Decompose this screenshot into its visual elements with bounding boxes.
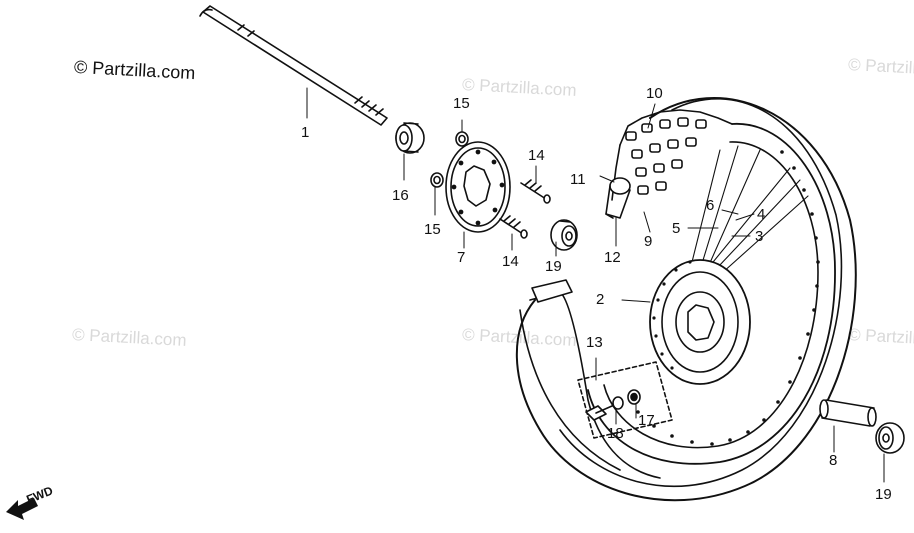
callout-11: 11 [570, 171, 586, 188]
brake-disc-part-7 [445, 141, 511, 233]
callout-12: 12 [604, 249, 621, 266]
leader-lines [306, 87, 885, 483]
callout-5: 5 [672, 220, 681, 237]
fwd-arrow-icon [6, 498, 38, 520]
hub-part-2 [649, 259, 751, 385]
callout-10: 10 [646, 85, 663, 102]
bolt-part-14 [499, 179, 551, 239]
callout-19: 19 [545, 258, 562, 275]
callout-3: 3 [755, 228, 764, 245]
callout-17: 17 [638, 412, 655, 429]
callout-4: 4 [757, 206, 766, 223]
callout-19: 19 [875, 486, 892, 503]
callout-8: 8 [829, 452, 838, 469]
callout-18: 18 [607, 425, 624, 442]
callout-14: 14 [502, 253, 519, 270]
rim-band-part-11 [605, 177, 631, 219]
callout-7: 7 [457, 249, 466, 266]
bearing-part-19-right [875, 422, 905, 454]
rim-part-9 [587, 123, 836, 465]
callout-1: 1 [301, 124, 310, 141]
callout-15: 15 [424, 221, 441, 238]
bearing-part-19 [550, 219, 578, 251]
axle-part [199, 5, 388, 126]
callout-16: 16 [392, 187, 409, 204]
spokes-parts-3-6 [689, 145, 809, 285]
tube-part-13 [519, 279, 661, 479]
callout-15: 15 [453, 95, 470, 112]
callout-2: 2 [596, 291, 605, 308]
valve-kit-part-13 [577, 361, 673, 439]
callout-6: 6 [706, 197, 715, 214]
bearing-part-16 [395, 122, 425, 154]
callout-9: 9 [644, 233, 653, 250]
callout-13: 13 [586, 334, 603, 351]
tire-part-10 [515, 96, 857, 502]
callout-14: 14 [528, 147, 545, 164]
spacer-part-8 [819, 399, 877, 427]
